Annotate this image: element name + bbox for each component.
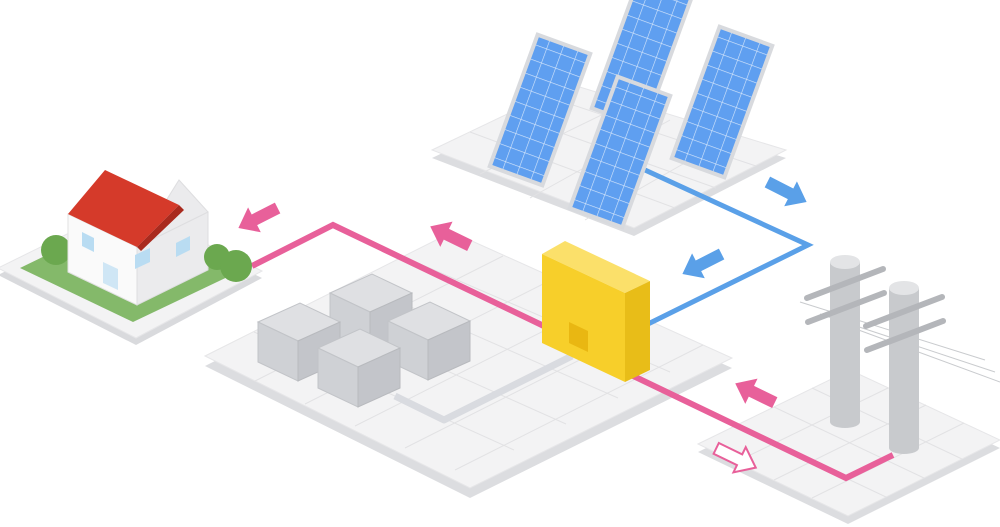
flow-arrow-icon xyxy=(430,221,473,252)
solar-panel-icon xyxy=(669,24,775,180)
tree-icon xyxy=(220,250,252,282)
sell-arrow-outline-icon xyxy=(712,441,758,474)
storage-battery-icon xyxy=(256,273,472,408)
flow-arrow-icon xyxy=(735,378,778,409)
flow-arrow-icon xyxy=(764,176,807,207)
battery-unit xyxy=(316,328,402,408)
tree-icon xyxy=(41,235,71,265)
solar-panel-array xyxy=(487,0,775,230)
house-icon xyxy=(41,170,252,306)
solar-panel-icon xyxy=(567,74,673,230)
ac-line-inverter-to-grid xyxy=(623,369,895,482)
dc-line-solar-to-inverter xyxy=(643,167,814,327)
ac-line-house-to-inverter xyxy=(250,221,550,331)
flow-arrow-icon xyxy=(682,248,725,279)
flow-arrow-icon xyxy=(238,202,281,233)
power-conditioner-icon xyxy=(542,241,650,382)
battery-wire xyxy=(393,352,574,424)
utility-pole-icon xyxy=(799,255,1000,428)
solar-panel-icon xyxy=(487,32,593,188)
utility-pole-icon xyxy=(863,281,946,454)
